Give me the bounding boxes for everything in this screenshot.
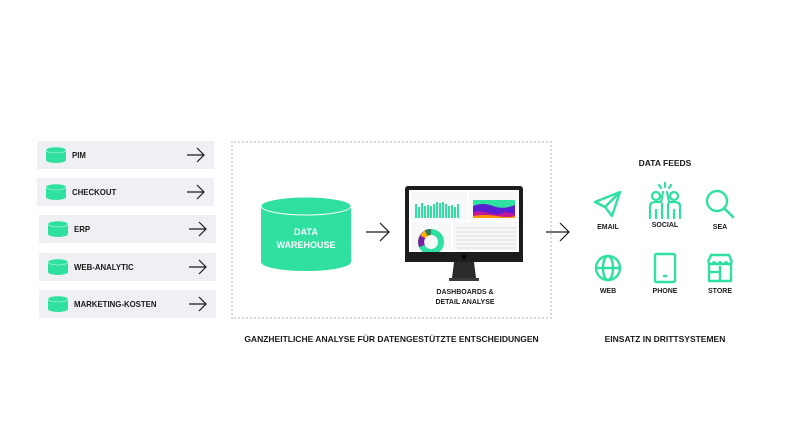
apple-logo-icon <box>462 255 466 259</box>
database-icon <box>48 259 68 275</box>
dashboard-monitor-illustration <box>405 186 523 281</box>
arrow-right-icon <box>187 184 205 200</box>
data-warehouse-icon <box>260 196 352 271</box>
source-erp: ERP <box>39 215 216 243</box>
database-icon <box>46 147 66 163</box>
arrow-right-icon <box>187 147 205 163</box>
arrow-right-icon <box>189 221 207 237</box>
storefront-icon <box>706 253 734 283</box>
search-icon <box>705 189 735 219</box>
globe-icon <box>594 254 622 282</box>
feed-label: SOCIAL <box>651 222 679 229</box>
source-label: ERP <box>74 224 91 234</box>
database-icon <box>46 184 66 200</box>
data-warehouse-label: DATA WAREHOUSE <box>260 226 352 252</box>
source-checkout: CHECKOUT <box>37 178 214 206</box>
dashboard-label: DASHBOARDS & DETAIL ANALYSE <box>415 288 515 308</box>
data-feeds-title: DATA FEEDS <box>638 158 692 168</box>
feed-label: PHONE <box>652 288 678 295</box>
database-icon <box>48 296 68 312</box>
feed-phone: PHONE <box>640 252 690 295</box>
source-label: PIM <box>72 150 86 160</box>
analysis-caption: GANZHEITLICHE ANALYSE FÜR DATENGESTÜTZTE… <box>244 334 539 344</box>
feed-social: SOCIAL <box>640 182 690 229</box>
warehouse-line-1: DATA <box>294 227 318 237</box>
analysis-container <box>231 141 552 319</box>
feed-label: WEB <box>599 288 617 295</box>
arrow-right-icon <box>546 222 570 242</box>
tablet-phone-icon <box>653 252 677 284</box>
feed-label: EMAIL <box>597 224 619 231</box>
feed-label: SEA <box>712 224 728 231</box>
feed-web: WEB <box>583 252 633 295</box>
source-marketing-kosten: MARKETING-KOSTEN <box>39 290 216 318</box>
dashboard-line-2: DETAIL ANALYSE <box>435 299 495 306</box>
arrow-right-icon <box>189 296 207 312</box>
database-icon <box>48 221 68 237</box>
arrow-right-icon <box>189 259 207 275</box>
feed-label: STORE <box>708 288 732 295</box>
arrow-right-icon <box>366 222 390 242</box>
source-label: MARKETING-KOSTEN <box>74 299 157 309</box>
source-pim: PIM <box>37 141 214 169</box>
donut-chart-panel <box>411 222 451 250</box>
warehouse-line-2: WAREHOUSE <box>276 240 336 250</box>
feed-sea: SEA <box>695 188 745 231</box>
source-label: CHECKOUT <box>72 187 117 197</box>
source-web-analytic: WEB-ANALYTIC <box>39 253 216 281</box>
feed-store: STORE <box>695 252 745 295</box>
bar-chart-bars <box>415 202 459 218</box>
feeds-caption: EINSATZ IN DRITTSYSTEMEN <box>604 334 726 344</box>
source-label: WEB-ANALYTIC <box>74 262 134 272</box>
paper-plane-icon <box>593 190 622 218</box>
dashboard-line-1: DASHBOARDS & <box>436 289 494 296</box>
high-five-people-icon <box>648 182 682 220</box>
feed-email: EMAIL <box>583 188 633 231</box>
